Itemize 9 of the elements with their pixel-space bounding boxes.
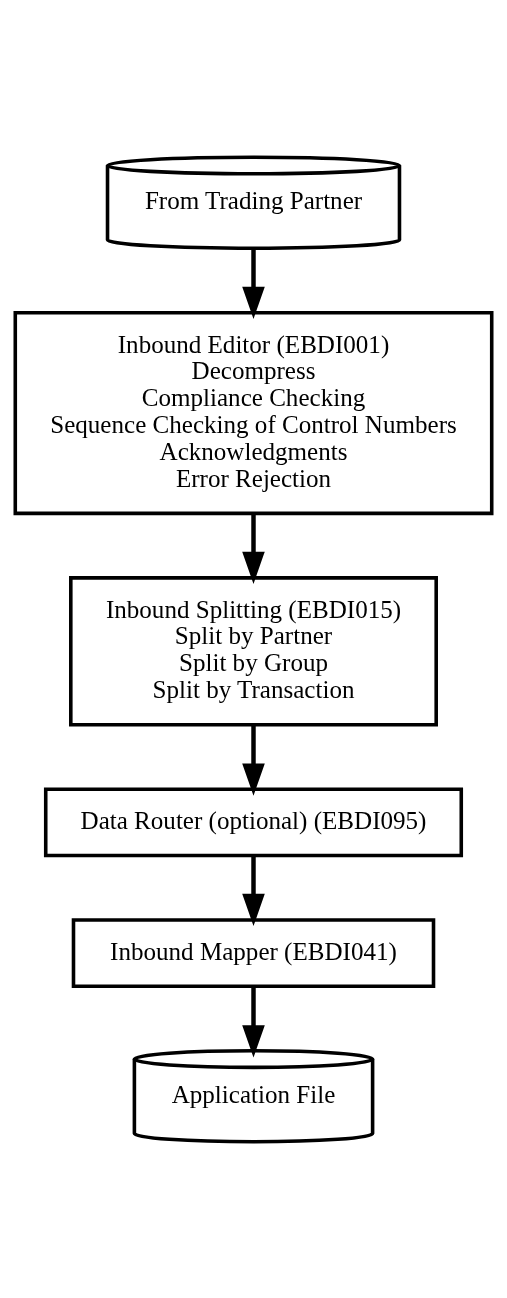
node-box: Inbound Editor (EBDI001) Decompress Compliance Checking Sequence Checking of Control Numbers Acknowledgments Error Rejection xyxy=(13,310,494,515)
arrow xyxy=(242,247,265,319)
node-box: Data Router (optional) (EBDI095) xyxy=(43,786,464,857)
arrow xyxy=(242,724,265,796)
arrow xyxy=(242,986,265,1058)
node-box: Inbound Splitting (EBDI015) Split by Partner Split by Group Split by Transaction xyxy=(69,575,438,726)
node-box: Inbound Mapper (EBDI041) xyxy=(71,917,436,988)
arrow xyxy=(242,513,265,584)
arrow xyxy=(242,855,265,926)
